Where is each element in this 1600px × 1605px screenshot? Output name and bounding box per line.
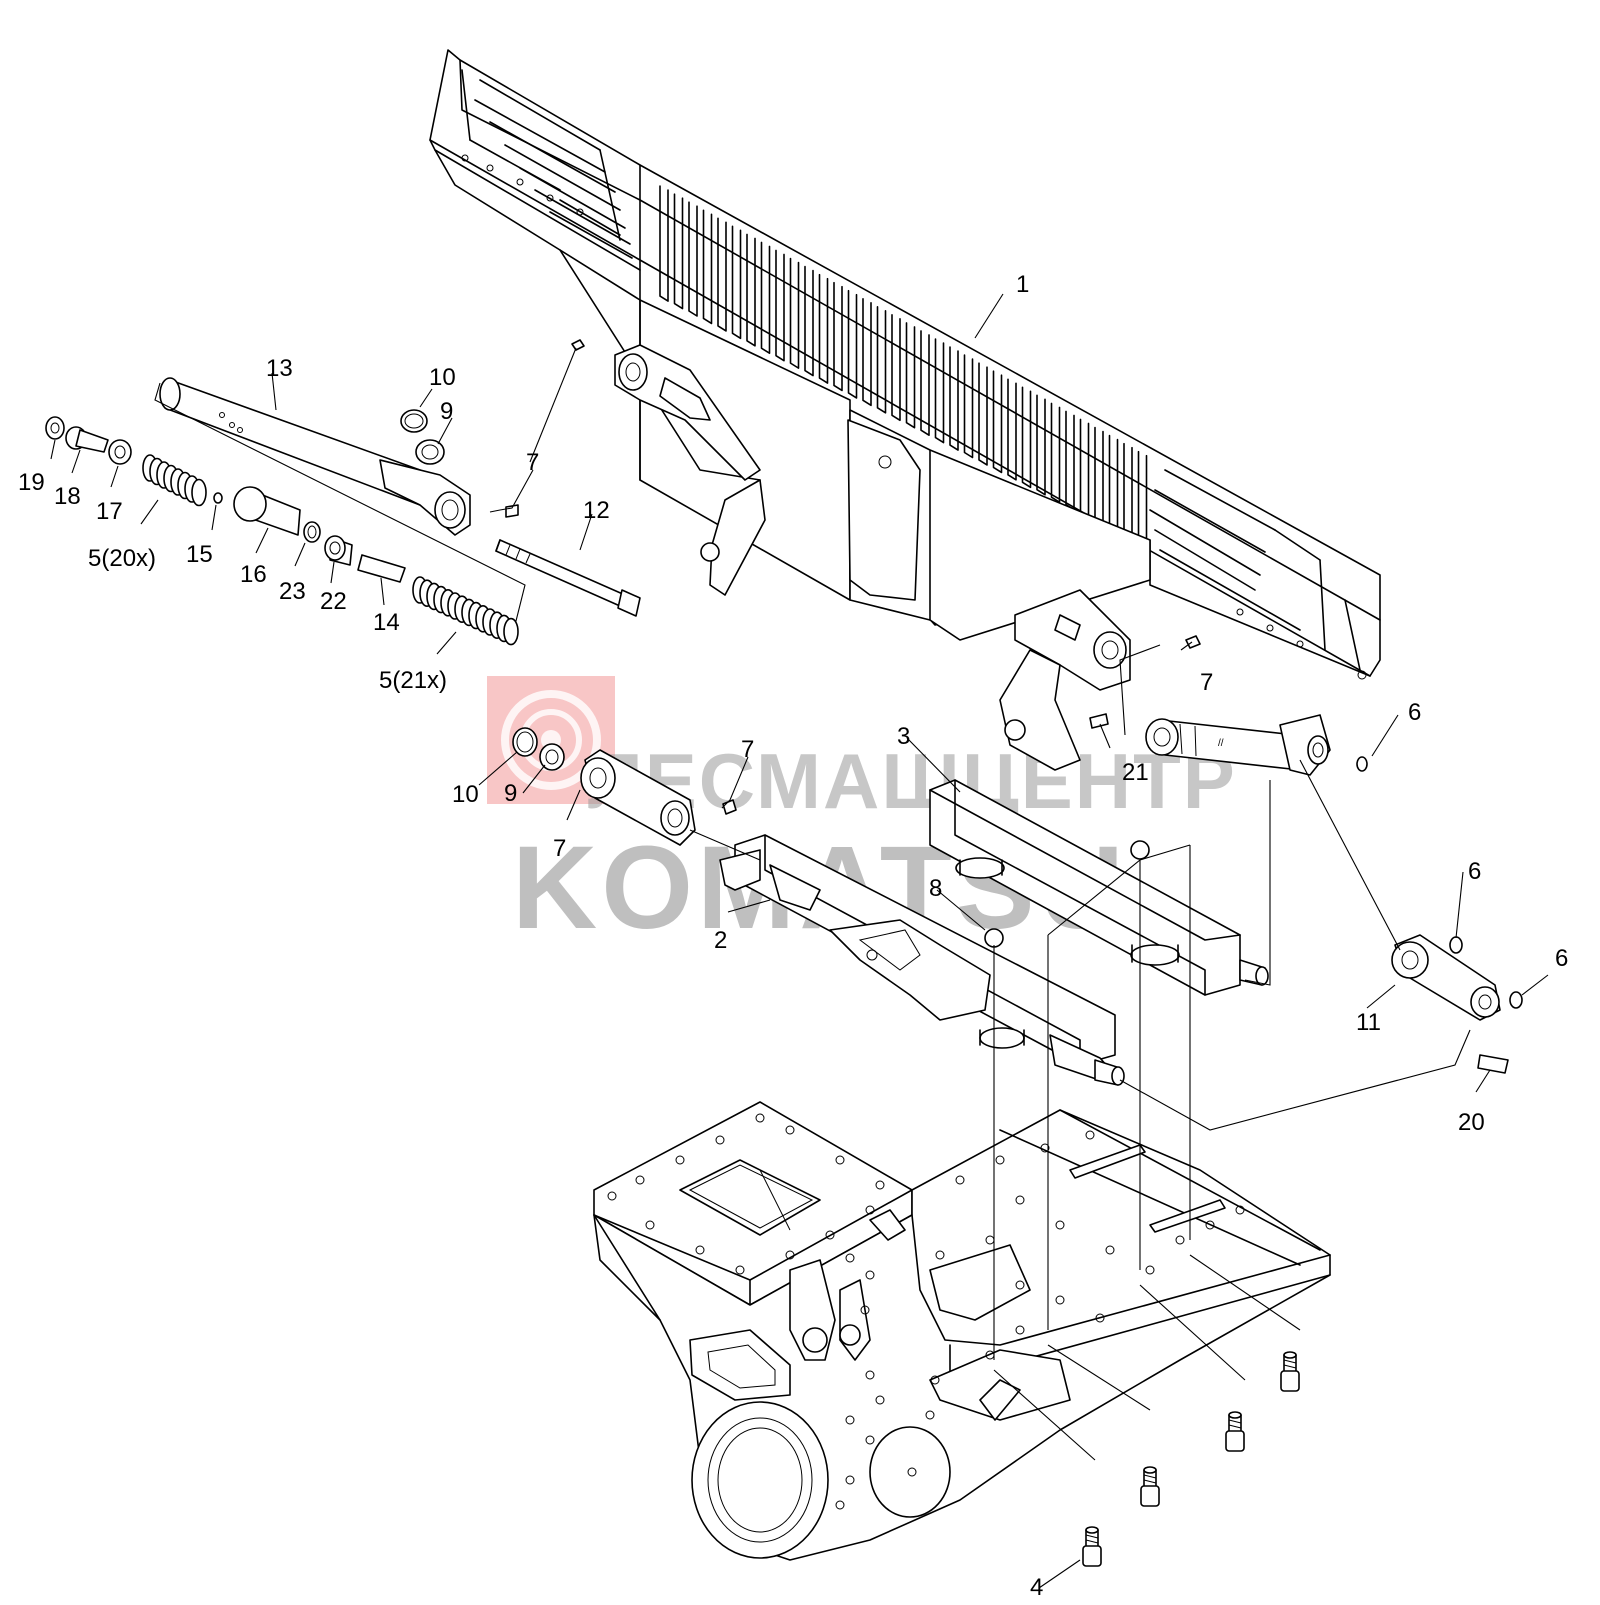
left-grille — [461, 69, 633, 259]
callout-5-20x: 5(20x) — [88, 545, 156, 572]
callout-7-arm-nipple: 7 — [741, 736, 754, 763]
callout-6-upper: 6 — [1408, 699, 1421, 726]
plate-holes — [607, 1113, 885, 1275]
base-frame-part — [593, 1101, 1331, 1561]
o-ring-6-top — [1356, 756, 1368, 772]
callout-14: 14 — [373, 609, 400, 636]
callout-7-arm: 7 — [553, 835, 566, 862]
callout-1: 1 — [1016, 271, 1029, 298]
callout-labels: 1 2 3 4 5(20x) 5(21x) 6 6 6 7 7 7 7 7 8 … — [18, 271, 1568, 1601]
rib-grille — [659, 185, 1148, 548]
callout-18: 18 — [54, 483, 81, 510]
left-small-parts — [45, 409, 519, 646]
upper-beam-part — [929, 779, 1269, 996]
callout-12: 12 — [583, 497, 610, 524]
right-link-arm — [1391, 934, 1523, 1074]
callout-22: 22 — [320, 588, 347, 615]
watermark-line1: ЛЕСМАШЦЕНТР — [588, 737, 1237, 825]
watermark-logo-ring-icon — [501, 690, 601, 790]
callout-10-upper: 10 — [429, 364, 456, 391]
body-holes — [835, 1130, 1245, 1510]
callout-19: 19 — [18, 469, 45, 496]
grease-nipple-right — [1185, 635, 1201, 649]
flange-holes — [461, 154, 1367, 680]
right-grille — [1149, 469, 1361, 671]
callout-9-lower: 9 — [504, 780, 517, 807]
cap-screws-4 — [1082, 1351, 1300, 1567]
left-link-arm — [512, 727, 737, 846]
spring-washer-stack-21x — [412, 576, 519, 646]
callout-23: 23 — [279, 578, 306, 605]
spring-washer-stack-20x — [142, 454, 207, 507]
left-mount-lug — [614, 344, 766, 596]
callout-3: 3 — [897, 723, 910, 750]
callout-20: 20 — [1458, 1109, 1485, 1136]
callout-2: 2 — [714, 927, 727, 954]
right-mount-lug — [999, 589, 1131, 771]
callout-13: 13 — [266, 355, 293, 382]
tube-assembly-part — [154, 377, 526, 626]
hydraulic-cylinder-part: // — [1145, 714, 1331, 776]
callout-10-lower: 10 — [452, 781, 479, 808]
callout-6-middle: 6 — [1468, 858, 1481, 885]
grease-nipple-upper — [571, 339, 585, 351]
callout-7-right: 7 — [1200, 669, 1213, 696]
callout-15: 15 — [186, 541, 213, 568]
callout-5-21x: 5(21x) — [379, 667, 447, 694]
callout-4: 4 — [1030, 1574, 1043, 1600]
leader-lines — [50, 293, 1549, 1589]
callout-16: 16 — [240, 561, 267, 588]
callout-7-tube: 7 — [526, 449, 539, 476]
svg-text://: // — [1218, 738, 1224, 749]
callout-21: 21 — [1122, 759, 1149, 786]
callout-9-upper: 9 — [440, 398, 453, 425]
long-bolt-part — [495, 539, 641, 617]
callout-17: 17 — [96, 498, 123, 525]
callout-6-right: 6 — [1555, 945, 1568, 972]
callout-11: 11 — [1356, 1009, 1381, 1036]
lower-beam-part — [719, 834, 1150, 1086]
key-21 — [1089, 713, 1109, 729]
nut-upper — [1130, 840, 1150, 860]
blade-frame-part — [429, 49, 1381, 771]
nut-8 — [984, 928, 1004, 948]
callout-8: 8 — [929, 875, 942, 902]
